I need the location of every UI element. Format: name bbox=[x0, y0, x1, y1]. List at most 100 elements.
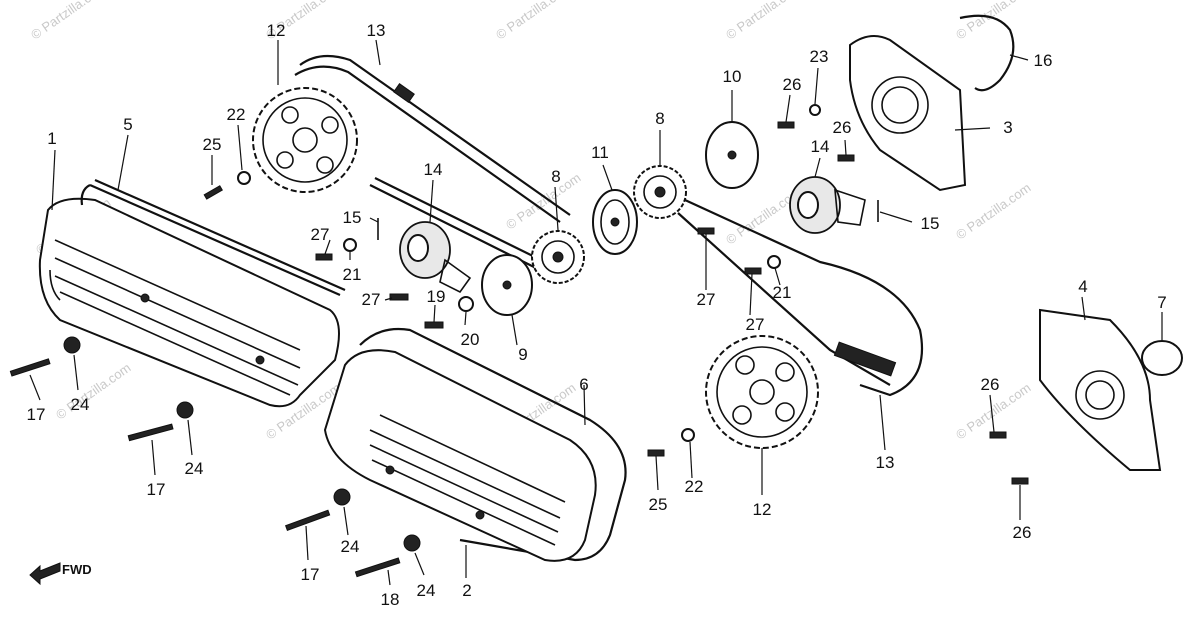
part-label: 11 bbox=[591, 143, 609, 162]
part-label: 24 bbox=[341, 537, 360, 556]
part-label: 8 bbox=[551, 167, 560, 186]
part-label: 26 bbox=[783, 75, 802, 94]
part-label: 8 bbox=[655, 109, 664, 128]
part-label: 6 bbox=[579, 375, 588, 394]
belt-part-13-lower bbox=[677, 199, 924, 397]
part-label: 17 bbox=[301, 565, 320, 584]
arrow-left-icon bbox=[29, 562, 61, 586]
part-label: 15 bbox=[921, 214, 940, 233]
fwd-label: FWD bbox=[62, 562, 92, 577]
flange-part-11 bbox=[592, 189, 638, 255]
watermark: © Partzilla.com bbox=[53, 360, 133, 423]
part-label: 16 bbox=[1034, 51, 1053, 70]
part-label: 27 bbox=[746, 315, 765, 334]
bolt-part-18 bbox=[354, 557, 401, 578]
bolt-part-17 bbox=[127, 423, 174, 442]
watermark: © Partzilla.com bbox=[953, 180, 1033, 243]
watermark: © Partzilla.com bbox=[28, 0, 108, 42]
part-label: 10 bbox=[723, 67, 742, 86]
washer-part-21 bbox=[767, 255, 781, 269]
bolt-part-27 bbox=[697, 227, 715, 235]
watermark: © Partzilla.com bbox=[493, 0, 573, 42]
part-label: 25 bbox=[649, 495, 668, 514]
bolt-part-17 bbox=[285, 509, 331, 531]
part-label: 14 bbox=[811, 137, 830, 156]
cover-part-2 bbox=[323, 349, 597, 562]
part-label: 15 bbox=[343, 208, 362, 227]
part-label: 25 bbox=[203, 135, 222, 154]
part-label: 1 bbox=[47, 129, 56, 148]
gasket-part-7 bbox=[1141, 340, 1183, 376]
watermark: © Partzilla.com bbox=[503, 170, 583, 233]
plate-part-4 bbox=[1039, 308, 1162, 471]
part-label: 7 bbox=[1157, 293, 1166, 312]
washer-part-22 bbox=[237, 171, 251, 185]
part-label: 17 bbox=[27, 405, 46, 424]
bolt-part-25-upper bbox=[203, 185, 223, 200]
bolt-part-26 bbox=[989, 431, 1007, 439]
gasket-part-6 bbox=[359, 327, 627, 562]
pulley-part-8-left bbox=[531, 230, 585, 284]
part-label: 2 bbox=[462, 581, 471, 600]
part-label: 14 bbox=[424, 160, 443, 179]
leader-lines bbox=[29, 39, 1163, 586]
part-label: 4 bbox=[1078, 277, 1087, 296]
part-label: 12 bbox=[267, 21, 286, 40]
part-label: 26 bbox=[1013, 523, 1032, 542]
part-label: 3 bbox=[1003, 118, 1012, 137]
watermark: © Partzilla.com bbox=[723, 0, 803, 42]
part-label: 13 bbox=[876, 453, 895, 472]
bolt-part-26 bbox=[837, 154, 855, 162]
part-label: 17 bbox=[147, 480, 166, 499]
part-label: 22 bbox=[685, 477, 704, 496]
part-label: 26 bbox=[981, 375, 1000, 394]
part-label: 21 bbox=[343, 265, 362, 284]
washer-part-20 bbox=[458, 296, 474, 312]
cover-part-1 bbox=[38, 197, 340, 408]
part-label: 19 bbox=[427, 287, 446, 306]
gasket-part-16 bbox=[959, 14, 1015, 92]
pulley-part-12-lower bbox=[705, 335, 819, 449]
part-label: 12 bbox=[753, 500, 772, 519]
gasket-part-5 bbox=[80, 178, 346, 297]
part-label: 20 bbox=[461, 330, 480, 349]
nut-part-24 bbox=[176, 401, 194, 419]
bolt-part-26 bbox=[777, 121, 795, 129]
part-label: 13 bbox=[367, 21, 386, 40]
washer-part-22 bbox=[681, 428, 695, 442]
part-label: 27 bbox=[697, 290, 716, 309]
part-label: 24 bbox=[417, 581, 436, 600]
part-label: 26 bbox=[833, 118, 852, 137]
pulley-part-12-upper bbox=[252, 87, 358, 193]
bolt-part-17 bbox=[9, 358, 51, 377]
tensioner-part-14-right bbox=[789, 176, 866, 234]
part-label: 21 bbox=[773, 283, 792, 302]
washer-part-23 bbox=[809, 104, 821, 116]
bolt-part-27 bbox=[744, 267, 762, 275]
part-label: 27 bbox=[311, 225, 330, 244]
bolt-part-26 bbox=[1011, 477, 1029, 485]
part-label: 9 bbox=[518, 345, 527, 364]
washer-part-21 bbox=[343, 238, 357, 252]
part-label: 5 bbox=[123, 115, 132, 134]
watermark: © Partzilla.com bbox=[953, 0, 1033, 42]
part-label: 22 bbox=[227, 105, 246, 124]
part-labels: 1 2 3 4 5 6 7 8 8 9 10 11 12 12 13 13 14… bbox=[27, 21, 1167, 609]
tensioner-part-14-left bbox=[399, 221, 472, 294]
nut-part-24 bbox=[403, 534, 421, 552]
bolt-part-27 bbox=[389, 293, 409, 301]
part-label: 23 bbox=[810, 47, 829, 66]
pulley-part-8-right bbox=[633, 165, 687, 219]
plate-part-3 bbox=[849, 35, 967, 192]
fwd-indicator: FWD bbox=[29, 562, 92, 586]
bolt-part-25-lower bbox=[647, 449, 665, 457]
part-label: 18 bbox=[381, 590, 400, 609]
bolt-part-19 bbox=[424, 321, 444, 329]
nut-part-24 bbox=[333, 488, 351, 506]
bolt-part-27 bbox=[315, 253, 333, 261]
part-label: 24 bbox=[185, 459, 204, 478]
nut-part-24 bbox=[63, 336, 81, 354]
part-label: 27 bbox=[362, 290, 381, 309]
part-label: 24 bbox=[71, 395, 90, 414]
